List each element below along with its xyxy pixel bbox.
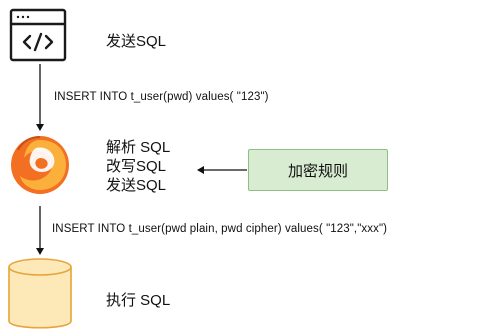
execute-sql-label: 执行 SQL (106, 292, 171, 309)
shardingsphere-logo-icon (11, 136, 69, 194)
send-sql-label: 发送SQL (106, 33, 167, 50)
database-cylinder-icon (8, 258, 72, 329)
original-sql-statement: INSERT INTO t_user(pwd) values( "123") (54, 91, 269, 103)
encryption-rules-box: 加密规则 (248, 149, 388, 191)
rewritten-sql-statement: INSERT INTO t_user(pwd plain, pwd cipher… (52, 223, 388, 235)
code-window-icon (9, 8, 67, 62)
parse-sql-label: 解析 SQL (106, 139, 171, 156)
encryption-rules-label: 加密规则 (287, 162, 348, 180)
rewrite-sql-label: 改写SQL (106, 158, 167, 175)
send-rewritten-sql-label: 发送SQL (106, 177, 167, 194)
